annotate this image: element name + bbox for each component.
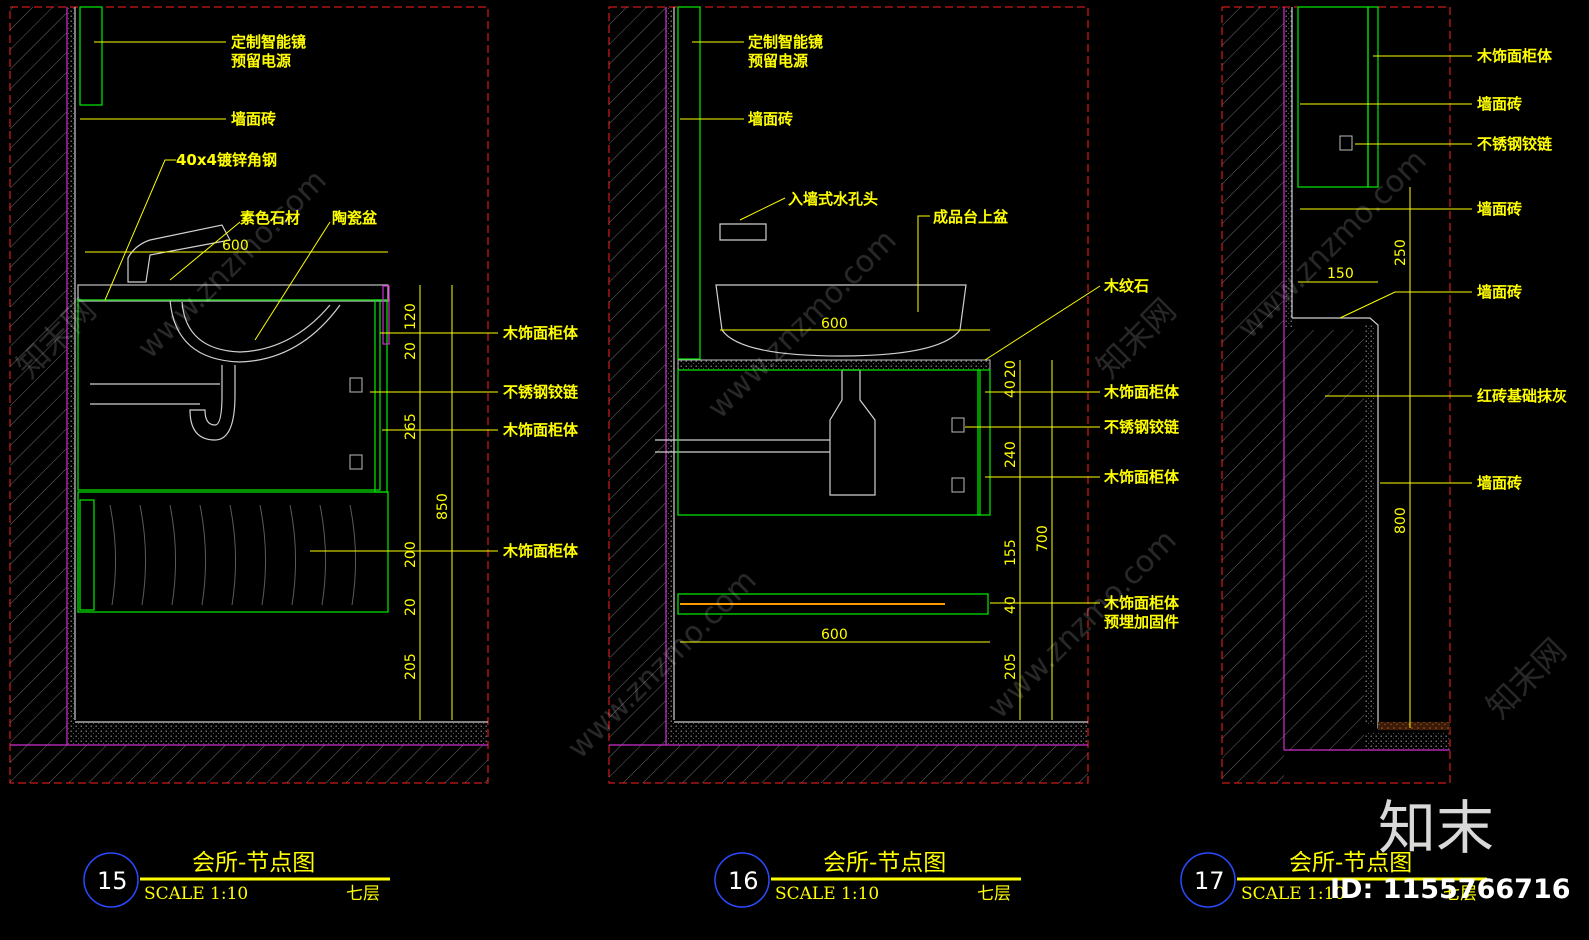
label-16-wall-tile: 墙面砖 — [748, 110, 793, 128]
drawing-number-17: 17 — [1194, 867, 1225, 895]
cabinet-upper-15 — [77, 299, 381, 491]
dim-16-205: 205 — [1003, 653, 1019, 680]
dim-17-150: 150 — [1327, 266, 1354, 282]
mirror-15 — [79, 6, 103, 106]
label-17-tile-b: 墙面砖 — [1477, 200, 1522, 218]
faucet-15 — [127, 224, 231, 283]
hinge-17 — [1339, 135, 1353, 151]
drawing-title-16: 会所-节点图 — [823, 850, 946, 876]
watermark-cn-c: 知末网 — [1479, 631, 1574, 726]
dim-15-width: 600 — [222, 238, 249, 254]
dim-15-265: 265 — [403, 413, 419, 440]
drawing-number-15: 15 — [97, 867, 128, 895]
hinge-16b — [951, 477, 965, 493]
label-16-faucet: 入墙式水孔头 — [788, 190, 878, 208]
label-17-tile-a: 墙面砖 — [1477, 95, 1522, 113]
label-16-cabinet-c: 木饰面柜体 — [1103, 594, 1180, 612]
dim-16-155: 155 — [1003, 539, 1019, 566]
label-17-brick: 红砖基础抹灰 — [1477, 387, 1567, 405]
label-15-cabinet-b: 木饰面柜体 — [502, 421, 579, 439]
drawing-number-circle-15 — [83, 852, 139, 908]
dim-16-240: 240 — [1003, 441, 1019, 468]
drawing-17: 木饰面柜体 墙面砖 不锈钢铰链 墙面砖 墙面砖 红砖基础抹灰 墙面砖 150 2… — [1180, 6, 1567, 908]
upper-cabinet-17 — [1297, 6, 1369, 188]
dim-16-width-top: 600 — [821, 316, 848, 332]
drawing-scale-15: SCALE 1:10 — [144, 884, 248, 904]
floor-hatch-15 — [10, 745, 488, 783]
label-17-tile-d: 墙面砖 — [1477, 474, 1522, 492]
dim-15-205: 205 — [403, 653, 419, 680]
label-15-mirror: 定制智能镜 — [231, 33, 306, 51]
dim-16-40b: 40 — [1003, 596, 1019, 614]
label-16-cabinet-b: 木饰面柜体 — [1103, 468, 1180, 486]
drawing-number-circle-16 — [714, 852, 770, 908]
drawer-15 — [77, 491, 389, 613]
mirror-16 — [677, 6, 701, 360]
drain-16 — [829, 369, 876, 496]
brick-base-17 — [1284, 330, 1364, 750]
label-16-mirror: 定制智能镜 — [748, 33, 823, 51]
label-15-hinge: 不锈钢铰链 — [503, 383, 579, 401]
drawing-floor-17: 七层 — [1443, 884, 1477, 904]
wall-hatch-15 — [10, 7, 67, 745]
vessel-basin-16 — [715, 284, 967, 357]
hinge-15a — [349, 377, 363, 393]
label-16-power: 预留电源 — [748, 52, 808, 70]
drawing-15: 定制智能镜 预留电源 墙面砖 40x4镀锌角钢 素色石材 陶瓷盆 木饰面柜体 不… — [9, 6, 579, 908]
label-15-wall-tile: 墙面砖 — [231, 110, 276, 128]
label-15-angle-steel: 40x4镀锌角钢 — [176, 151, 277, 169]
shelf-16 — [677, 593, 989, 615]
label-17-tile-c: 墙面砖 — [1477, 283, 1522, 301]
hinge-16a — [951, 417, 965, 433]
trap-15 — [189, 365, 236, 441]
label-16-anchor: 预埋加固件 — [1104, 613, 1179, 631]
drawing-title-17: 会所-节点图 — [1289, 850, 1412, 876]
label-17-cabinet: 木饰面柜体 — [1476, 47, 1553, 65]
dim-15-200: 200 — [403, 541, 419, 568]
dim-15-120: 120 — [403, 303, 419, 330]
drawing-scale-17: SCALE 1:10 — [1241, 884, 1345, 904]
drawing-floor-16: 七层 — [977, 884, 1011, 904]
drawing-scale-16: SCALE 1:10 — [775, 884, 879, 904]
drawing-number-circle-17 — [1180, 852, 1236, 908]
label-17-hinge: 不锈钢铰链 — [1477, 135, 1553, 153]
dim-17-250: 250 — [1393, 239, 1409, 266]
dim-16-width-bottom: 600 — [821, 627, 848, 643]
watermark-brand: 知末 — [1378, 794, 1494, 862]
hinge-15b — [349, 454, 363, 470]
label-16-basin: 成品台上盆 — [933, 208, 1009, 226]
basin-15 — [169, 299, 341, 363]
countertop-16 — [677, 359, 991, 371]
watermark-id: ID: 1155766716 — [1330, 874, 1571, 905]
cabinet-16 — [677, 369, 981, 516]
drawing-number-16: 16 — [728, 867, 759, 895]
countertop-15 — [77, 284, 389, 302]
label-15-stone: 素色石材 — [240, 209, 300, 227]
label-15-cabinet-a: 木饰面柜体 — [502, 324, 579, 342]
label-15-cabinet-c: 木饰面柜体 — [502, 542, 579, 560]
faucet-16 — [719, 223, 767, 241]
label-16-stone: 木纹石 — [1103, 277, 1149, 295]
watermark-site-c: www.znzmo.com — [701, 223, 904, 426]
dim-15-20a: 20 — [403, 342, 419, 360]
dim-16-40a: 40 — [1003, 380, 1019, 398]
drawing-title-15: 会所-节点图 — [192, 850, 315, 876]
label-16-cabinet-a: 木饰面柜体 — [1103, 383, 1180, 401]
label-15-basin: 陶瓷盆 — [332, 209, 378, 227]
drawing-floor-15: 七层 — [346, 884, 380, 904]
dim-16-20: 20 — [1003, 360, 1019, 378]
dim-15-20b: 20 — [403, 598, 419, 616]
drawing-16: 定制智能镜 预留电源 墙面砖 入墙式水孔头 成品台上盆 木纹石 木饰面柜体 不锈… — [608, 6, 1180, 908]
dim-17-800: 800 — [1393, 507, 1409, 534]
label-15-power: 预留电源 — [231, 52, 291, 70]
dim-16-700: 700 — [1035, 525, 1051, 552]
label-16-hinge: 不锈钢铰链 — [1104, 418, 1180, 436]
dim-15-850: 850 — [435, 493, 451, 520]
watermark-cn-b: 知末网 — [1089, 291, 1184, 386]
